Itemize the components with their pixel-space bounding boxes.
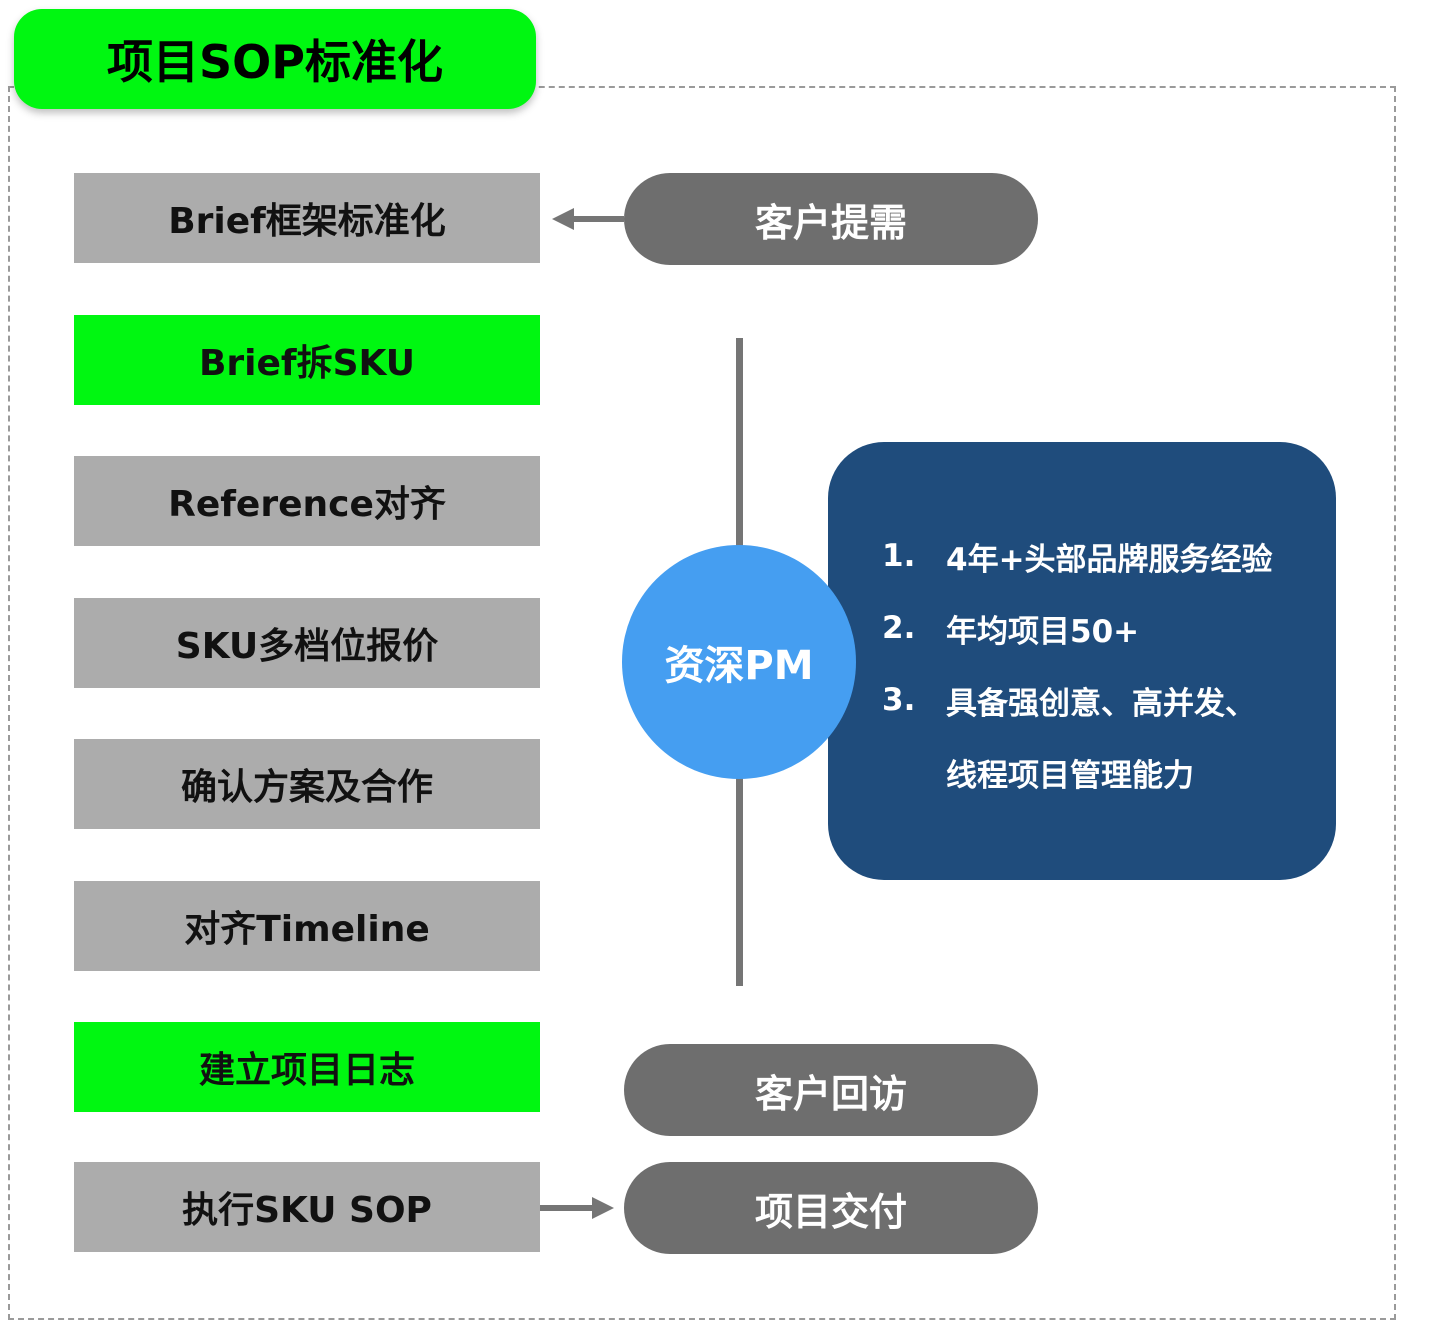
pm-item: 1. 4年+头部品牌服务经验 bbox=[882, 520, 1273, 592]
step-label: 对齐Timeline bbox=[184, 909, 430, 950]
pm-item-continuation: 线程项目管理能力 bbox=[882, 736, 1273, 808]
step-label: 执行SKU SOP bbox=[182, 1190, 432, 1231]
project-delivery-pill: 项目交付 bbox=[624, 1162, 1038, 1254]
step-label: SKU多档位报价 bbox=[175, 626, 439, 667]
pm-item: 2. 年均项目50+ bbox=[882, 592, 1273, 664]
pm-qualifications-list: 1. 4年+头部品牌服务经验 2. 年均项目50+ 3. 具备强创意、高并发、 … bbox=[882, 520, 1273, 808]
title-text: 项目SOP标准化 bbox=[107, 35, 443, 89]
step-confirm-plan: 确认方案及合作 bbox=[74, 739, 540, 829]
step-brief-split-sku: Brief拆SKU bbox=[74, 315, 540, 405]
step-project-log: 建立项目日志 bbox=[74, 1022, 540, 1112]
pm-item-text: 具备强创意、高并发、 bbox=[946, 685, 1256, 722]
client-request-label: 客户提需 bbox=[754, 200, 907, 245]
pm-item-continuation-text: 线程项目管理能力 bbox=[946, 757, 1194, 794]
connector-line-bottom bbox=[736, 776, 743, 986]
pm-item-number: 1. bbox=[882, 538, 916, 574]
pm-item: 3. 具备强创意、高并发、 bbox=[882, 664, 1273, 736]
step-label: Reference对齐 bbox=[168, 484, 446, 525]
pm-item-number: 3. bbox=[882, 682, 916, 718]
pm-item-number: 2. bbox=[882, 610, 916, 646]
project-delivery-label: 项目交付 bbox=[754, 1189, 907, 1234]
title-badge: 项目SOP标准化 bbox=[14, 9, 536, 109]
step-align-timeline: 对齐Timeline bbox=[74, 881, 540, 971]
step-label: Brief拆SKU bbox=[198, 343, 416, 384]
client-request-pill: 客户提需 bbox=[624, 173, 1038, 265]
client-revisit-pill: 客户回访 bbox=[624, 1044, 1038, 1136]
step-sku-quote: SKU多档位报价 bbox=[74, 598, 540, 688]
step-brief-framework: Brief框架标准化 bbox=[74, 173, 540, 263]
step-label: Brief框架标准化 bbox=[168, 201, 446, 242]
pm-item-text: 年均项目50+ bbox=[946, 613, 1140, 650]
connector-line-top bbox=[736, 338, 743, 548]
step-execute-sku-sop: 执行SKU SOP bbox=[74, 1162, 540, 1252]
step-label: 确认方案及合作 bbox=[180, 767, 433, 808]
client-revisit-label: 客户回访 bbox=[754, 1071, 907, 1116]
dashed-frame bbox=[8, 86, 1396, 1320]
step-label: 建立项目日志 bbox=[198, 1050, 415, 1091]
arrow-execute-to-delivery bbox=[540, 1197, 614, 1219]
step-reference-align: Reference对齐 bbox=[74, 456, 540, 546]
senior-pm-label: 资深PM bbox=[664, 643, 814, 689]
arrow-request-to-brief bbox=[552, 208, 624, 230]
pm-item-text: 4年+头部品牌服务经验 bbox=[946, 541, 1273, 578]
pm-qualifications-panel bbox=[828, 442, 1336, 880]
senior-pm-circle: 资深PM bbox=[622, 545, 856, 779]
